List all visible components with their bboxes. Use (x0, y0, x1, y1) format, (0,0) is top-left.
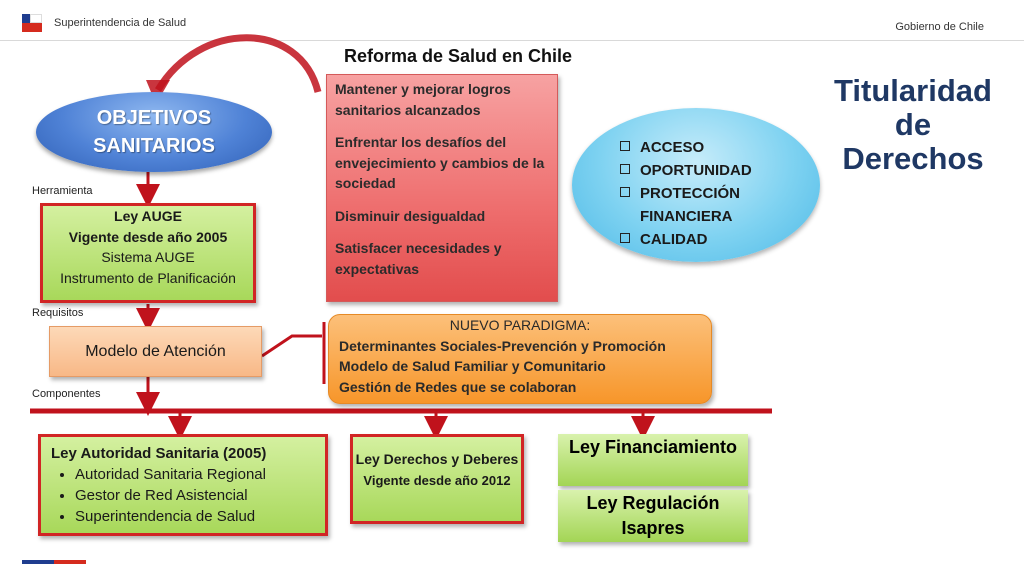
label-herramienta: Herramienta (32, 185, 93, 197)
ley-autoridad-box: Ley Autoridad Sanitaria (2005) Autoridad… (38, 434, 328, 536)
autoridad-heading: Ley Autoridad Sanitaria (2005) (51, 445, 267, 462)
curved-arrow (155, 34, 322, 93)
modelo-paradigma-connector (261, 334, 322, 358)
objetivos-line-2: SANITARIOS (93, 135, 215, 157)
paradigma-heading: NUEVO PARADIGMA: (449, 317, 591, 333)
ley-isapres-box: Ley Regulación Isapres (558, 490, 748, 542)
ley-financiamiento-box: Ley Financiamiento (558, 434, 748, 486)
chile-flag-logo (22, 14, 42, 32)
objetivos-list-box: Mantener y mejorar logros sanitarios alc… (326, 74, 558, 302)
header-divider (0, 40, 1024, 41)
objetivos-sanitarios-ellipse: OBJETIVOS SANITARIOS (36, 92, 272, 172)
ley-auge-box: Ley AUGE Vigente desde año 2005 Sistema … (40, 203, 256, 303)
label-requisitos: Requisitos (32, 307, 84, 319)
auge-line-3: Sistema AUGE (101, 249, 195, 265)
auge-line-2: Vigente desde año 2005 (68, 228, 228, 245)
titularidad-heading: Titularidad de Derechos (818, 74, 1008, 176)
derechos-ellipse: ACCESO OPORTUNIDAD PROTECCIÓN FINANCIERA… (572, 108, 820, 262)
header-gov: Gobierno de Chile (895, 21, 984, 33)
autoridad-item: Superintendencia de Salud (75, 506, 315, 527)
titularidad-line-2: de (894, 107, 932, 142)
derecho-item: CALIDAD (618, 228, 820, 251)
objetivo-item: Mantener y mejorar logros sanitarios alc… (335, 81, 511, 118)
header-org: Superintendencia de Salud (54, 17, 187, 29)
slide-title: Reforma de Salud en Chile (344, 46, 573, 66)
paradigma-line: Gestión de Redes que se colaboran (339, 378, 577, 395)
derechos-line-2: Vigente desde año 2012 (363, 473, 511, 488)
titularidad-line-1: Titularidad (834, 73, 992, 108)
nuevo-paradigma-box: NUEVO PARADIGMA: Determinantes Sociales-… (328, 314, 712, 404)
modelo-atencion-box: Modelo de Atención (49, 326, 262, 377)
titularidad-line-3: Derechos (842, 141, 984, 176)
objetivo-item: Disminuir desigualdad (335, 207, 486, 224)
autoridad-item: Autoridad Sanitaria Regional (75, 464, 315, 485)
auge-line-1: Ley AUGE (114, 208, 182, 224)
derechos-line-1: Ley Derechos y Deberes (355, 451, 519, 467)
label-componentes: Componentes (32, 388, 101, 400)
derecho-item: OPORTUNIDAD (618, 159, 820, 182)
objetivo-item: Enfrentar los desafíos del envejecimient… (335, 134, 545, 191)
auge-line-4: Instrumento de Planificación (60, 269, 236, 286)
derecho-item: PROTECCIÓN FINANCIERA (618, 182, 820, 228)
derecho-item: ACCESO (618, 136, 820, 159)
footer-line-red (54, 560, 86, 564)
paradigma-line: Determinantes Sociales-Prevención y Prom… (339, 337, 666, 354)
footer-line-blue (22, 560, 54, 564)
ley-derechos-box: Ley Derechos y Deberes Vigente desde año… (350, 434, 524, 524)
paradigma-line: Modelo de Salud Familiar y Comunitario (339, 358, 606, 374)
objetivos-line-1: OBJETIVOS (96, 107, 212, 129)
autoridad-item: Gestor de Red Asistencial (75, 485, 315, 506)
objetivo-item: Satisfacer necesidades y expectativas (335, 240, 502, 277)
